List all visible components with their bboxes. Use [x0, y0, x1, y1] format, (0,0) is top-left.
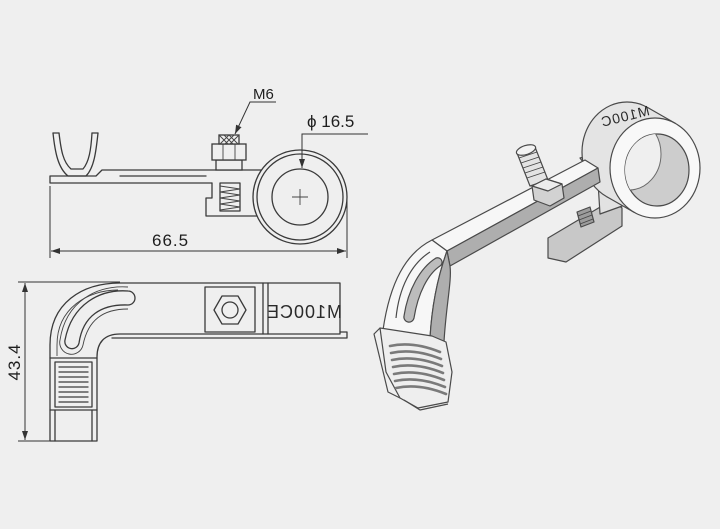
iso-crimp-ridge-3 [390, 357, 444, 368]
iso-crimp-ridge-4 [391, 364, 445, 375]
washer [215, 159, 243, 171]
iso-slot-rim [395, 251, 431, 319]
fork-inner-edge [58, 132, 93, 170]
hex-nut-top [213, 295, 247, 325]
iso-bolt-tip [515, 144, 537, 156]
length-dimension-label: 66.5 [152, 231, 189, 250]
lower-jaw-profile [205, 182, 259, 217]
iso-view: M100C [373, 101, 701, 411]
ring-outer-rim [256, 153, 344, 241]
bolt-top-circle [221, 301, 239, 319]
ring-center-mark [292, 189, 308, 205]
base-plate-edge [111, 331, 348, 339]
crimp-barrel [54, 361, 93, 408]
bolt-thread-body [219, 182, 241, 212]
iso-crimp-lip [403, 399, 449, 411]
length-extension-lines [49, 186, 348, 258]
iso-jaw-stud-end [576, 206, 595, 228]
iso-crimp-ridge-1 [388, 343, 442, 354]
iso-crimp-ridge-5 [392, 371, 446, 382]
arm-profile [49, 169, 263, 184]
bolt-thread-leader [234, 101, 276, 135]
iso-crimp-barrel [379, 327, 453, 409]
iso-bolt-threads [518, 151, 546, 179]
part-marking-top: M100CE [266, 302, 342, 322]
crimp-ridges [58, 366, 89, 403]
hex-nut-facets [222, 144, 236, 160]
terminal-outline [49, 282, 341, 442]
iso-curved-slot [403, 257, 443, 323]
curved-slot-rim [59, 286, 129, 355]
top-view: 43.4 M100CE [5, 281, 348, 442]
iso-hex-nut-top [531, 178, 563, 192]
curve-rim-line [56, 289, 119, 356]
width-extension-lines [18, 281, 120, 442]
nut-top-square [204, 286, 256, 333]
hex-nut-side [211, 143, 247, 161]
crimp-tail-lines [54, 409, 93, 442]
width-dimension-label: 43.4 [5, 343, 24, 380]
iso-crimp-flap [373, 327, 401, 399]
curved-slot [64, 290, 136, 350]
crimp-section-divider [49, 357, 98, 411]
iso-jaw-stud-threads [577, 210, 594, 225]
ring-top-divider [262, 282, 269, 335]
bolt-thread-hatch [219, 185, 241, 211]
iso-crimp-ridge-7 [394, 385, 448, 396]
bolt-thread-label: M6 [253, 86, 274, 103]
ring-inner-hole [271, 168, 329, 226]
bolt-tip-hatch [218, 134, 240, 145]
iso-crimp-ridge-6 [393, 378, 447, 389]
iso-crimp-ridge-2 [389, 350, 443, 361]
ring-diameter-label: ϕ 16.5 [307, 112, 354, 131]
front-view: M6 ϕ 16.5 66.5 [49, 86, 368, 258]
ring-diameter-leader [299, 133, 368, 168]
